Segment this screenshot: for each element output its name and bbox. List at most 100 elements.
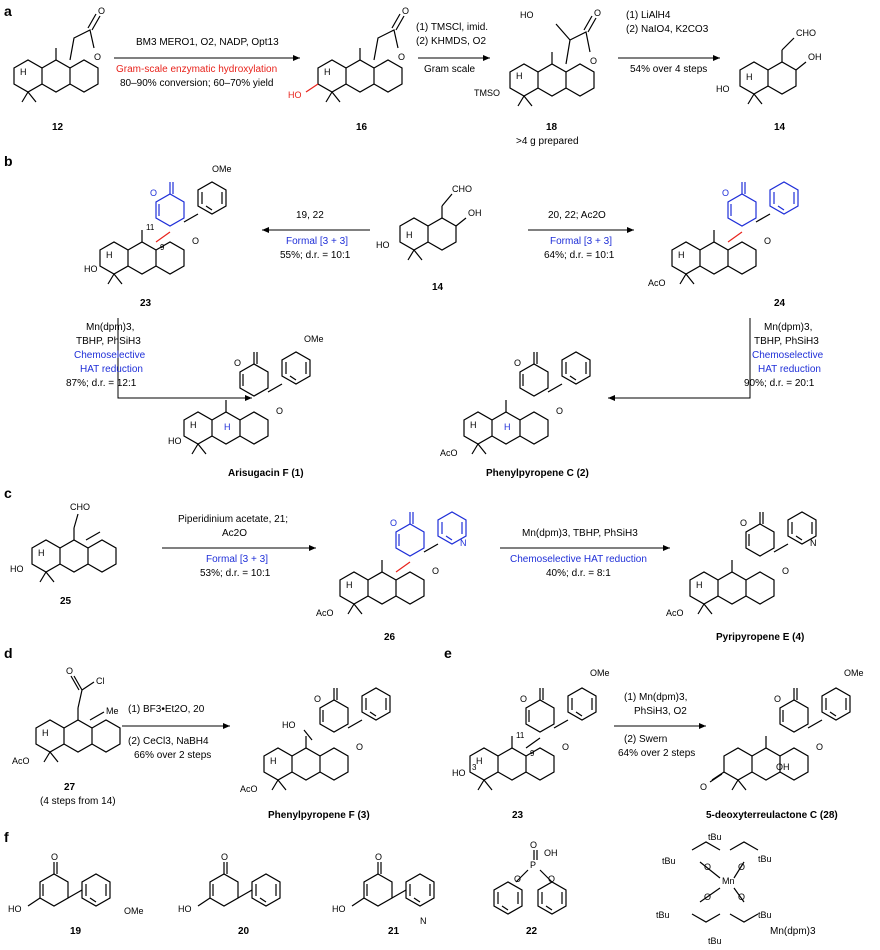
svg-text:Phenylpyropene C (2): Phenylpyropene C (2): [486, 468, 589, 479]
svg-text:O: O: [764, 236, 771, 246]
svg-text:25: 25: [60, 596, 72, 607]
svg-text:24: 24: [774, 298, 786, 309]
svg-text:O: O: [704, 862, 711, 872]
panel-label-c: c: [4, 485, 12, 501]
svg-text:H: H: [476, 756, 483, 766]
svg-text:Me: Me: [106, 706, 119, 716]
svg-text:HO: HO: [168, 436, 182, 446]
svg-text:O: O: [562, 742, 569, 752]
svg-text:O: O: [556, 406, 563, 416]
svg-text:5-deoxyterreulactone C (28): 5-deoxyterreulactone C (28): [706, 810, 838, 821]
svg-text:H: H: [678, 250, 685, 260]
svg-text:O: O: [722, 188, 729, 198]
svg-text:O: O: [51, 852, 58, 862]
cond-b-hatL-line2: TBHP, PhSiH3: [76, 336, 141, 347]
cond-a1-line3: 80–90% conversion; 60–70% yield: [120, 78, 273, 89]
svg-text:tBu: tBu: [656, 910, 670, 920]
cond-b-hatR-line5: 90%; d.r. = 20:1: [744, 378, 815, 389]
svg-text:H: H: [504, 422, 511, 432]
compound-23: OMe O O HO H 11 9 23: [84, 164, 232, 309]
svg-text:AcO: AcO: [240, 784, 258, 794]
compound-27: O Cl Me AcO H 27 (4 steps from 14): [12, 666, 121, 807]
cond-d-line1: (1) BF3•Et2O, 20: [128, 704, 205, 715]
svg-text:OH: OH: [776, 762, 790, 772]
svg-text:H: H: [696, 580, 703, 590]
svg-text:P: P: [530, 860, 536, 870]
svg-text:HO: HO: [288, 90, 302, 100]
compound-arisugacin-F: OMe O O HO H H Arisugacin F (1): [168, 334, 324, 479]
svg-text:AcO: AcO: [440, 448, 458, 458]
svg-text:H: H: [190, 420, 197, 430]
cond-b-hatL-line4: HAT reduction: [80, 364, 143, 375]
svg-text:O: O: [782, 566, 789, 576]
svg-text:Mn(dpm)3: Mn(dpm)3: [770, 926, 816, 937]
compound-12: O O H 12: [13, 6, 105, 133]
panel-label-b: b: [4, 153, 13, 169]
cond-a2-line3: Gram scale: [424, 64, 476, 75]
panel-label-e: e: [444, 645, 452, 661]
cond-a3-line2: (2) NaIO4, K2CO3: [626, 24, 709, 35]
compound-14-a: CHO OH HO H 14: [716, 28, 822, 133]
cond-e-line4: 64% over 2 steps: [618, 748, 695, 759]
cond-d-line3: 66% over 2 steps: [134, 750, 211, 761]
svg-text:12: 12: [52, 122, 64, 133]
cond-b-hatL-line1: Mn(dpm)3,: [86, 322, 134, 333]
svg-text:26: 26: [384, 632, 396, 643]
svg-text:OMe: OMe: [590, 668, 610, 678]
svg-text:14: 14: [432, 282, 444, 293]
svg-text:O: O: [594, 8, 601, 18]
cond-b-hatR-line4: HAT reduction: [758, 364, 821, 375]
compound-phenylpyropene-C: O O AcO H H Phenylpyropene C (2): [440, 351, 591, 479]
cond-b-hatL-line5: 87%; d.r. = 12:1: [66, 378, 137, 389]
svg-text:O: O: [520, 694, 527, 704]
compound-23-e: OMe O O HO H 11 9 3 23: [452, 668, 610, 821]
svg-text:H: H: [406, 230, 413, 240]
cond-b-left-line1: 19, 22: [296, 210, 324, 221]
svg-text:OH: OH: [468, 208, 482, 218]
compound-phenylpyropene-F: HO O O AcO H Phenylpyropene F (3): [240, 687, 391, 821]
compound-21: HO N O 21: [332, 852, 435, 937]
svg-text:AcO: AcO: [12, 756, 30, 766]
cond-d-line2: (2) CeCl3, NaBH4: [128, 736, 209, 747]
svg-text:O: O: [590, 56, 597, 66]
svg-text:23: 23: [512, 810, 524, 821]
cond-b-right-line1: 20, 22; Ac2O: [548, 210, 606, 221]
svg-text:HO: HO: [10, 564, 24, 574]
svg-text:CHO: CHO: [796, 28, 816, 38]
svg-text:Pyripyropene E (4): Pyripyropene E (4): [716, 632, 804, 643]
svg-text:H: H: [42, 728, 49, 738]
svg-text:20: 20: [238, 926, 250, 937]
svg-text:9: 9: [530, 749, 535, 758]
svg-text:16: 16: [356, 122, 368, 133]
compound-16: HO O O H 16: [288, 6, 409, 133]
svg-text:H: H: [324, 67, 331, 77]
cond-c1-line4: 53%; d.r. = 10:1: [200, 568, 271, 579]
svg-text:H: H: [20, 67, 27, 77]
svg-text:O: O: [276, 406, 283, 416]
panel-label-a: a: [4, 3, 12, 19]
svg-text:tBu: tBu: [758, 910, 772, 920]
cond-b-right-line3: 64%; d.r. = 10:1: [544, 250, 615, 261]
svg-text:O: O: [390, 518, 397, 528]
compound-24: O O AcO H 24: [648, 181, 799, 309]
cond-b-right-line2: Formal [3 + 3]: [550, 236, 612, 247]
svg-text:18: 18: [546, 122, 558, 133]
svg-text:AcO: AcO: [316, 608, 334, 618]
svg-text:H: H: [270, 756, 277, 766]
svg-text:tBu: tBu: [708, 832, 722, 842]
svg-text:OMe: OMe: [124, 906, 144, 916]
svg-text:11: 11: [516, 731, 525, 740]
svg-text:23: 23: [140, 298, 152, 309]
svg-text:H: H: [470, 420, 477, 430]
svg-text:O: O: [432, 566, 439, 576]
svg-text:OMe: OMe: [304, 334, 324, 344]
cond-a2-line2: (2) KHMDS, O2: [416, 36, 486, 47]
svg-text:O: O: [98, 6, 105, 16]
arrow-b-hat-right: [608, 318, 751, 401]
compound-19: HO OMe O 19: [8, 852, 144, 937]
svg-text:Phenylpyropene F (3): Phenylpyropene F (3): [268, 810, 370, 821]
panel-label-f: f: [4, 829, 9, 845]
cond-b-left-line2: Formal [3 + 3]: [286, 236, 348, 247]
svg-text:HO: HO: [332, 904, 346, 914]
compound-26: N O O AcO H 26: [316, 511, 467, 643]
